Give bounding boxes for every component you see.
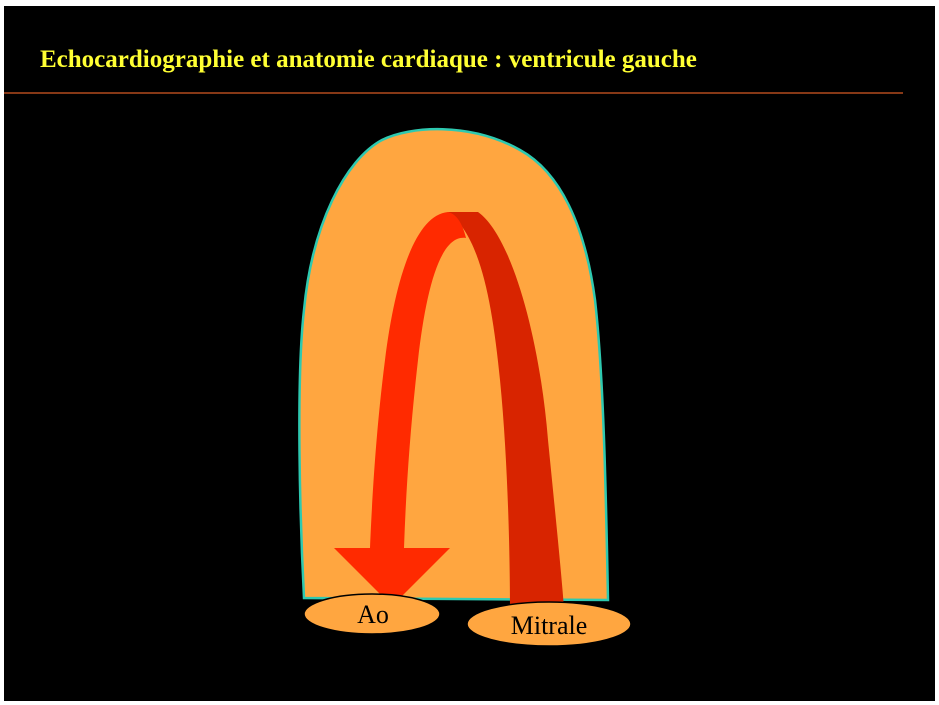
- mitral-valve-label: Mitrale: [511, 611, 588, 640]
- aortic-valve-label: Ao: [357, 600, 389, 629]
- slide-title: Echocardiographie et anatomie cardiaque …: [40, 44, 697, 76]
- left-ventricle-chamber: [299, 129, 608, 600]
